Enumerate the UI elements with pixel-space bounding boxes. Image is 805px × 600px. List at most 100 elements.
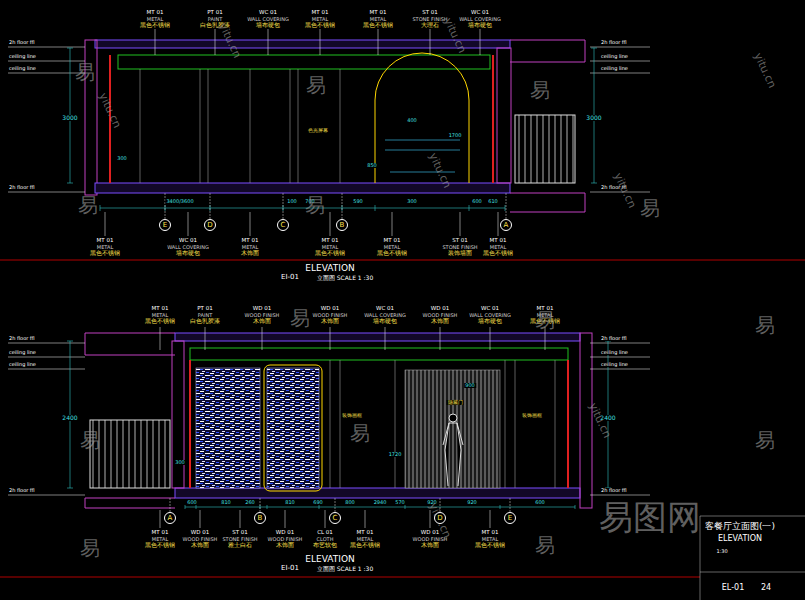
material-type: METAL — [369, 17, 387, 22]
material-name: 布艺软包 — [312, 543, 338, 549]
material-type: METAL — [311, 17, 329, 22]
level-label: ceiling line — [8, 350, 37, 355]
level-label: ceiling line — [600, 350, 629, 355]
dimension-text: 900 — [464, 383, 476, 388]
level-label: 2h floor ffl — [600, 40, 628, 45]
axis-letter: C — [281, 222, 286, 229]
level-lines — [8, 343, 650, 495]
panel-lines — [140, 69, 340, 183]
watermark: 易 — [74, 62, 96, 82]
axis-letter: A — [168, 515, 173, 522]
watermark: 易 — [305, 75, 327, 95]
watermark: 易 — [79, 430, 101, 450]
wall-section — [510, 40, 585, 212]
material-code: WD 01 — [320, 306, 340, 312]
material-type: WALL COVERING — [363, 313, 407, 318]
axis-bubble: C — [329, 512, 341, 524]
level-label: 2h floor ffl — [600, 488, 628, 493]
note-text: 装饰画框 — [521, 413, 543, 418]
watermark: yitu.cn — [752, 50, 779, 90]
material-type: WALL COVERING — [468, 313, 512, 318]
material-code: WD 01 — [190, 530, 210, 536]
material-code: PT 01 — [206, 10, 223, 16]
material-name: 木饰面 — [420, 543, 440, 549]
material-name: 木饰面 — [240, 251, 260, 257]
material-code: ST 01 — [421, 10, 439, 16]
material-code: MT 01 — [151, 306, 170, 312]
marble-panel — [267, 368, 319, 488]
material-type: PAINT — [197, 313, 213, 318]
material-name: 木饰面 — [275, 543, 295, 549]
dimension-text: 800 — [344, 500, 356, 505]
material-code: MT 01 — [146, 10, 165, 16]
sheet-number: EL-01 — [721, 584, 745, 592]
material-type: WOOD FINISH — [312, 313, 349, 318]
material-type: WOOD FINISH — [422, 313, 459, 318]
dimension-text: 810 — [220, 500, 232, 505]
dimension-text: 1720 — [388, 452, 403, 457]
material-name: 墙布硬包 — [175, 251, 201, 257]
material-name: 木饰面 — [320, 319, 340, 325]
level-label: ceiling line — [8, 54, 37, 59]
material-name: 黑色不锈钢 — [474, 543, 506, 549]
material-code: ST 01 — [231, 530, 249, 536]
material-type: WOOD FINISH — [182, 537, 219, 542]
watermark: 易 — [754, 315, 776, 335]
note-text: 隐藏门 — [447, 400, 464, 405]
watermark: yitu.cn — [97, 90, 124, 130]
sheet-title: 客餐厅立面图(一) — [704, 522, 776, 531]
dimension-text: 570 — [394, 500, 406, 505]
watermark: 易 — [79, 538, 101, 558]
material-code: WC 01 — [258, 10, 278, 16]
level-label: ceiling line — [8, 362, 37, 367]
axis-letter: A — [504, 222, 509, 229]
dimension-text: 300 — [406, 199, 418, 204]
dimension-text: 920 — [466, 500, 478, 505]
callout-leaders — [160, 327, 545, 528]
material-code: WD 01 — [430, 306, 450, 312]
material-name: 装饰墙面 — [447, 251, 473, 257]
level-label: ceiling line — [600, 66, 629, 71]
level-label: 2h floor ffl — [8, 336, 36, 341]
dimension-text: 590 — [352, 199, 364, 204]
axis-leaders — [170, 498, 510, 512]
level-label: ceiling line — [600, 54, 629, 59]
title-block-frame — [700, 516, 805, 600]
watermark: 易 — [289, 308, 311, 328]
sheet-subtitle: ELEVATION — [717, 535, 763, 543]
dimension-text: 3000 — [585, 115, 602, 121]
material-code: WD 01 — [252, 306, 272, 312]
dimension-text: 690 — [312, 500, 324, 505]
level-lines — [8, 47, 650, 192]
ceiling-line — [118, 55, 490, 69]
note-text: 装饰画框 — [341, 413, 363, 418]
axis-letter: B — [340, 222, 345, 229]
dimension-text: 2940 — [373, 500, 388, 505]
material-name: 墙布硬包 — [255, 23, 281, 29]
axis-letter: D — [437, 515, 442, 522]
material-code: MT 01 — [383, 238, 402, 244]
material-code: WD 01 — [420, 530, 440, 536]
material-code: MT 01 — [369, 10, 388, 16]
highlight-frame — [264, 365, 322, 491]
material-type: PAINT — [207, 17, 223, 22]
level-label: 2h floor ffl — [8, 488, 36, 493]
material-name: 黑色不锈钢 — [349, 543, 381, 549]
dimension-text: 1700 — [448, 133, 463, 138]
sheet-scale: 1:30 — [715, 549, 728, 554]
railing — [90, 420, 170, 488]
material-code: MT 01 — [96, 238, 115, 244]
watermark: 易 — [77, 195, 99, 215]
material-type: WALL COVERING — [166, 245, 210, 250]
material-type: METAL — [489, 245, 507, 250]
axis-letter: B — [258, 515, 263, 522]
material-name: 雅士白石 — [227, 543, 253, 549]
level-label: 2h floor ffl — [8, 40, 36, 45]
material-type: WOOD FINISH — [267, 537, 304, 542]
axis-letter: E — [163, 222, 167, 229]
material-name: 黑色不锈钢 — [362, 23, 394, 29]
material-type: METAL — [151, 537, 169, 542]
watermark: yitu.cn — [612, 170, 639, 210]
watermark: 易 — [534, 310, 556, 330]
material-name: 黑色不锈钢 — [304, 23, 336, 29]
